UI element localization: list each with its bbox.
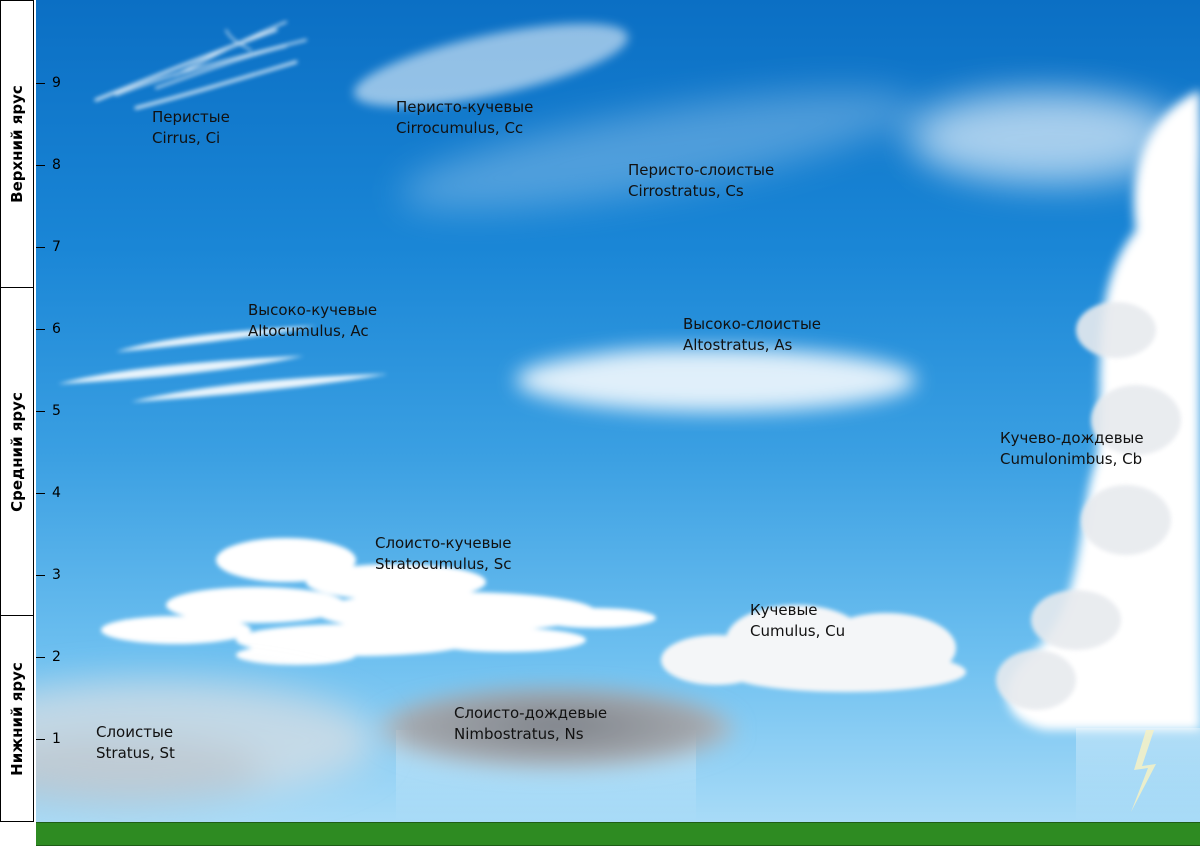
stratus-name-latin: Stratus, St	[96, 744, 175, 762]
cumulus-cloud	[661, 605, 966, 692]
altocumulus-name-latin: Altocumulus, Ac	[248, 322, 369, 340]
altitude-tick	[36, 329, 45, 330]
altitude-tick	[36, 165, 45, 166]
cirrus-name-ru: Перистые	[152, 108, 230, 126]
cirrostratus-label: Перисто-слоистые Cirrostratus, Cs	[628, 160, 774, 202]
cumulus-name-latin: Cumulus, Cu	[750, 622, 846, 640]
cirrocumulus-name-latin: Cirrocumulus, Cc	[396, 119, 524, 137]
stratocumulus-name-latin: Stratocumulus, Sc	[375, 555, 512, 573]
tier-lower: Нижний ярус	[0, 615, 34, 822]
sky-panel	[36, 0, 1200, 822]
tier-upper: Верхний ярус	[0, 0, 34, 288]
altitude-tick-label: 4	[52, 485, 61, 501]
altostratus-name-ru: Высоко-слоистые	[683, 315, 822, 333]
stratocumulus-name-ru: Слоисто-кучевые	[375, 534, 512, 552]
altostratus-cloud	[516, 348, 916, 412]
altocumulus-name-ru: Высоко-кучевые	[248, 301, 378, 319]
cumulonimbus-label: Кучево-дождевые Cumulonimbus, Cb	[1000, 428, 1144, 470]
stratus-name-ru: Слоистые	[96, 723, 174, 741]
tier-upper-label: Верхний ярус	[8, 85, 26, 203]
cirrostratus-name-ru: Перисто-слоистые	[628, 161, 775, 179]
altitude-tick	[36, 739, 45, 740]
cirrocumulus-name-ru: Перисто-кучевые	[396, 98, 534, 116]
cirrocumulus-cloud	[353, 23, 629, 107]
stratocumulus-cloud	[101, 538, 656, 665]
cirrus-name-latin: Cirrus, Ci	[152, 129, 221, 147]
cloud-scene	[36, 21, 1200, 822]
altitude-tick-label: 9	[52, 75, 61, 91]
nimbostratus-label: Слоисто-дождевые Nimbostratus, Ns	[454, 703, 607, 745]
stratus-cloud	[36, 680, 376, 805]
altitude-tick-label: 3	[52, 567, 61, 583]
cirrostratus-name-latin: Cirrostratus, Cs	[628, 182, 744, 200]
cirrus-cloud	[94, 21, 307, 110]
tier-lower-label: Нижний ярус	[8, 661, 26, 776]
stratocumulus-label: Слоисто-кучевые Stratocumulus, Sc	[375, 533, 512, 575]
altitude-tick-label: 1	[52, 731, 61, 747]
cirrus-label: Перистые Cirrus, Ci	[152, 107, 230, 149]
altitude-tick-label: 5	[52, 403, 61, 419]
altostratus-label: Высоко-слоистые Altostratus, As	[683, 314, 821, 356]
ground-strip	[36, 822, 1200, 846]
nimbostratus-name-latin: Nimbostratus, Ns	[454, 725, 584, 743]
nimbostratus-cloud	[376, 688, 736, 822]
cumulonimbus-cloud	[916, 90, 1200, 822]
altitude-tick	[36, 411, 45, 412]
cumulus-name-ru: Кучевые	[750, 601, 818, 619]
altocumulus-cloud	[58, 326, 388, 402]
tier-middle: Средний ярус	[0, 287, 34, 616]
altitude-tick	[36, 493, 45, 494]
altitude-tick	[36, 575, 45, 576]
altitude-tick-label: 7	[52, 239, 61, 255]
tier-column: Верхний ярус Средний ярус Нижний ярус	[0, 0, 36, 822]
cumulonimbus-name-latin: Cumulonimbus, Cb	[1000, 450, 1143, 468]
altitude-tick-label: 2	[52, 649, 61, 665]
stratus-label: Слоистые Stratus, St	[96, 722, 175, 764]
altitude-tick-label: 8	[52, 157, 61, 173]
nimbostratus-name-ru: Слоисто-дождевые	[454, 704, 608, 722]
altocumulus-label: Высоко-кучевые Altocumulus, Ac	[248, 300, 377, 342]
altitude-tick	[36, 657, 45, 658]
cumulonimbus-name-ru: Кучево-дождевые	[1000, 429, 1144, 447]
altitude-tick-label: 6	[52, 321, 61, 337]
cumulus-label: Кучевые Cumulus, Cu	[750, 600, 845, 642]
altitude-tick	[36, 83, 45, 84]
cirrocumulus-label: Перисто-кучевые Cirrocumulus, Cc	[396, 97, 533, 139]
tier-middle-label: Средний ярус	[8, 391, 26, 512]
altostratus-name-latin: Altostratus, As	[683, 336, 793, 354]
altitude-tick	[36, 247, 45, 248]
